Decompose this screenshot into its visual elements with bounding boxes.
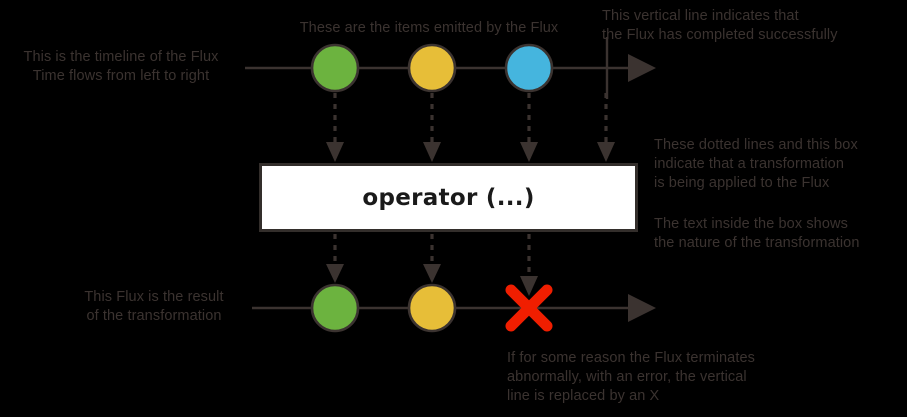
annotation-dotted-lines-box: These dotted lines and this box indicate… xyxy=(654,137,858,191)
annotation-error-x: If for some reason the Flux terminates a… xyxy=(507,350,755,404)
arrowhead-out-2 xyxy=(423,264,441,283)
result-marble-green[interactable] xyxy=(310,283,360,333)
arrowhead-in-1 xyxy=(326,142,344,162)
arrowhead-in-4 xyxy=(597,142,615,162)
arrowhead-out-1 xyxy=(326,264,344,283)
error-x-icon[interactable] xyxy=(505,284,553,332)
transform-arrows-out xyxy=(326,234,538,296)
arrowhead-in-3 xyxy=(520,142,538,162)
annotation-items-emitted: These are the items emitted by the Flux xyxy=(299,20,559,36)
transform-arrows-in xyxy=(326,93,615,162)
annotation-result-flux: This Flux is the result of the transform… xyxy=(84,289,224,324)
annotation-box-text-nature: The text inside the box shows the nature… xyxy=(654,216,860,251)
annotation-timeline-left: This is the timeline of the Flux Time fl… xyxy=(23,49,219,84)
source-flux-timeline xyxy=(245,37,656,99)
result-marble-yellow[interactable] xyxy=(407,283,457,333)
source-marble-blue[interactable] xyxy=(504,43,554,93)
arrowhead-out-3 xyxy=(520,276,538,296)
result-flux-timeline xyxy=(252,283,656,333)
operator-box[interactable]: operator (...) xyxy=(259,163,638,232)
source-marble-green[interactable] xyxy=(310,43,360,93)
annotation-vertical-line: This vertical line indicates that the Fl… xyxy=(602,8,838,43)
result-timeline-arrowhead xyxy=(628,294,656,322)
operator-box-label: operator (...) xyxy=(362,184,535,211)
source-marble-yellow[interactable] xyxy=(407,43,457,93)
source-timeline-arrowhead xyxy=(628,54,656,82)
arrowhead-in-2 xyxy=(423,142,441,162)
